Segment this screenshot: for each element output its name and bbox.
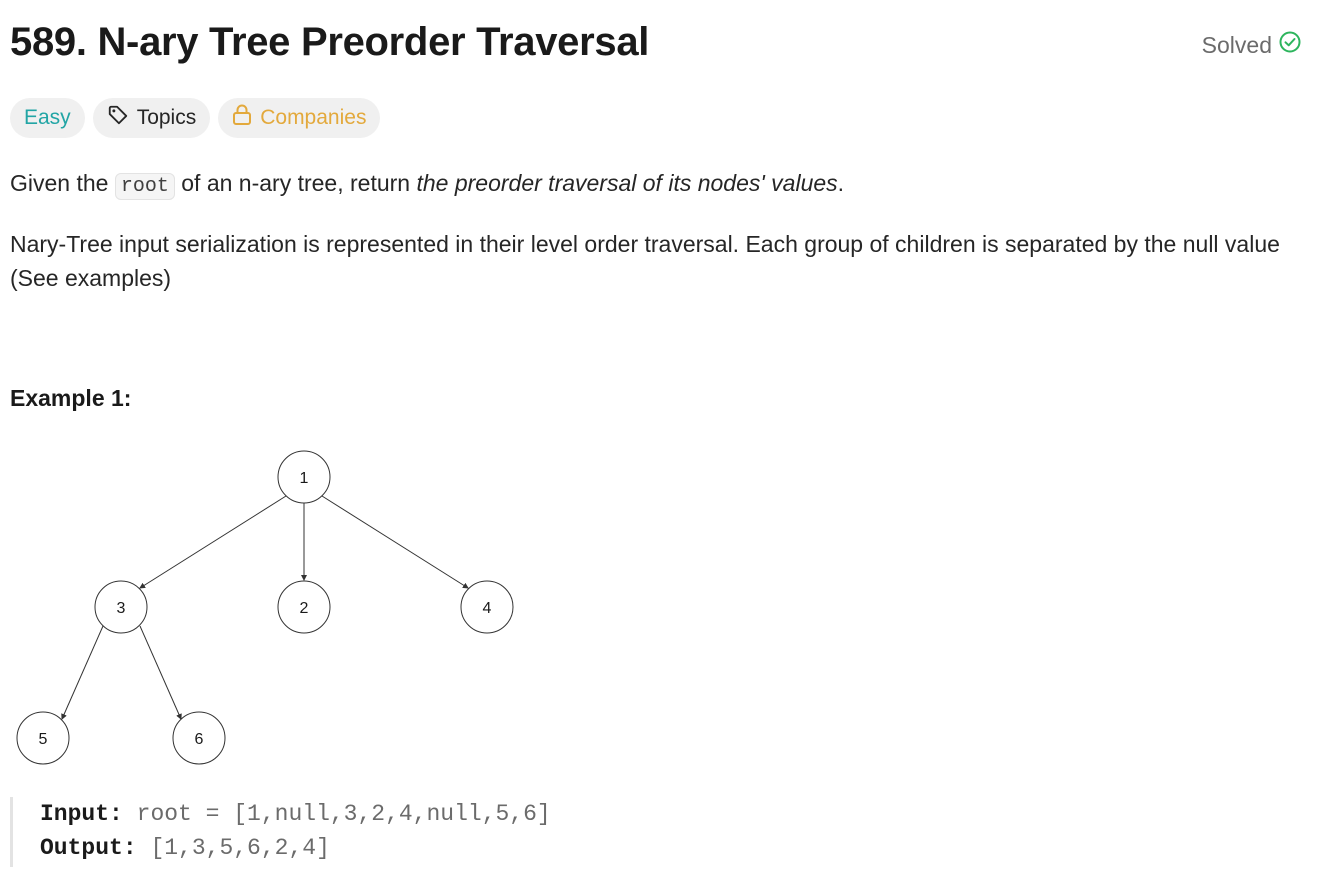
output-label: Output: bbox=[40, 835, 137, 861]
tree-node-label: 6 bbox=[195, 731, 204, 748]
topics-label: Topics bbox=[136, 106, 197, 129]
tree-node-label: 2 bbox=[300, 600, 309, 617]
example-output-line: Output: [1,3,5,6,2,4] bbox=[40, 831, 740, 865]
tree-edges bbox=[61, 495, 469, 720]
topics-button[interactable]: Topics bbox=[92, 98, 211, 138]
input-label: Input: bbox=[40, 801, 123, 827]
difficulty-badge: Easy bbox=[10, 98, 85, 138]
problem-header: 589. N-ary Tree Preorder Traversal Solve… bbox=[10, 20, 1302, 70]
tree-node: 1 bbox=[277, 450, 331, 504]
output-value: [1,3,5,6,2,4] bbox=[150, 835, 330, 861]
description-text: of an n-ary tree, return bbox=[174, 170, 417, 196]
solved-status: Solved bbox=[1202, 30, 1302, 60]
tree-node-label: 4 bbox=[483, 600, 492, 617]
lock-icon bbox=[232, 104, 252, 132]
solved-label: Solved bbox=[1201, 31, 1272, 58]
description-text: Given the bbox=[10, 170, 115, 196]
tree-node-label: 5 bbox=[39, 731, 48, 748]
tag-icon bbox=[107, 104, 129, 132]
tree-edge bbox=[139, 625, 182, 720]
tree-node-label: 3 bbox=[117, 600, 126, 617]
input-value: root = [1,null,3,2,4,null,5,6] bbox=[136, 801, 551, 827]
companies-label: Companies bbox=[260, 106, 367, 129]
tree-node: 4 bbox=[460, 580, 514, 634]
tree-edge bbox=[139, 495, 287, 589]
inline-code-root: root bbox=[114, 173, 175, 200]
description-text: . bbox=[837, 170, 845, 196]
tree-node: 2 bbox=[277, 580, 331, 634]
companies-button[interactable]: Companies bbox=[218, 98, 381, 138]
problem-tags: Easy Topics Companies bbox=[10, 98, 381, 138]
tree-node-label: 1 bbox=[300, 470, 309, 487]
description-paragraph-2: Nary-Tree input serialization is represe… bbox=[10, 231, 1280, 291]
description-paragraph-1: Given the root of an n-ary tree, return … bbox=[10, 166, 1300, 204]
example-io-block: Input: root = [1,null,3,2,4,null,5,6] Ou… bbox=[10, 797, 740, 867]
check-circle-icon bbox=[1278, 30, 1302, 60]
tree-edge bbox=[321, 495, 469, 589]
example-heading: Example 1: bbox=[10, 385, 132, 411]
tree-node: 6 bbox=[172, 711, 226, 765]
example-tree-diagram: 1 3 2 4 5 6 bbox=[16, 450, 514, 765]
tree-node: 3 bbox=[94, 580, 148, 634]
description-emphasis: the preorder traversal of its nodes' val… bbox=[416, 170, 838, 196]
tree-edge bbox=[61, 625, 104, 720]
problem-title: 589. N-ary Tree Preorder Traversal bbox=[10, 20, 650, 64]
tree-node: 5 bbox=[16, 711, 70, 765]
example-input-line: Input: root = [1,null,3,2,4,null,5,6] bbox=[40, 797, 740, 831]
difficulty-label: Easy bbox=[24, 106, 71, 129]
